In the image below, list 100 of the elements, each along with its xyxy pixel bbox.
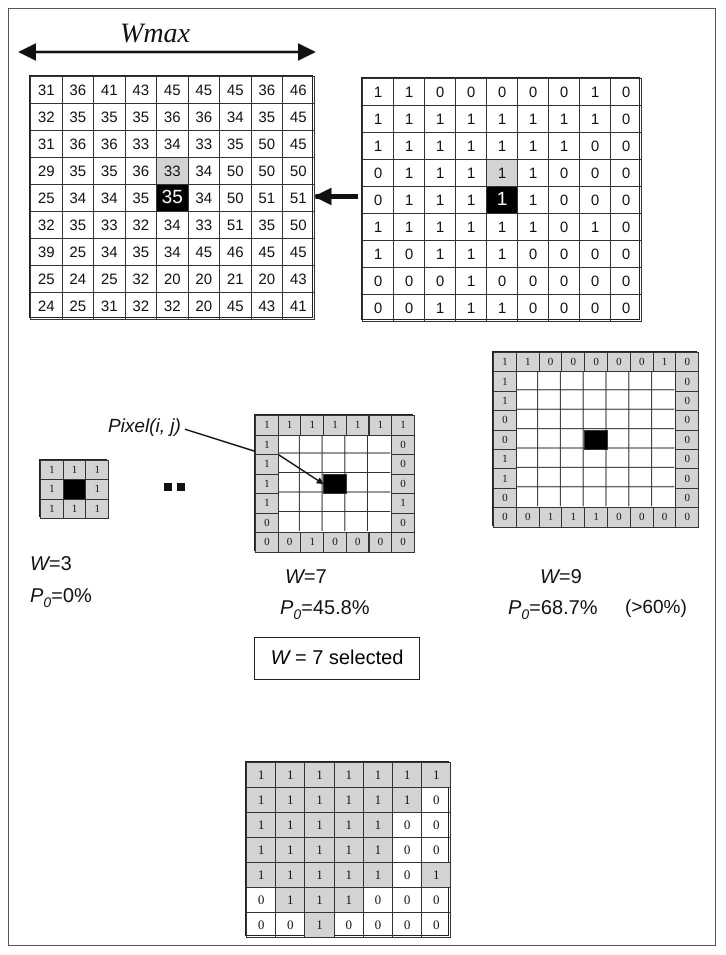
grid-cell: 1 <box>255 415 279 436</box>
grid-cell: 0 <box>584 352 608 372</box>
window-caption: P$_{0}$=0% <box>30 585 92 610</box>
grid-cell: 1 <box>362 862 393 888</box>
grid-cell: 1 <box>40 498 64 519</box>
pixel-grid <box>254 414 413 550</box>
grid-cell: 1 <box>538 507 562 528</box>
grid-cell: 1 <box>584 507 608 528</box>
grid-cell: 0 <box>391 434 415 455</box>
grid-cell: 1 <box>246 837 276 863</box>
window-caption: W=3 <box>30 553 72 576</box>
grid-cell: 0 <box>323 532 347 552</box>
grid-cell: 1 <box>362 787 393 813</box>
grid-cell: 1 <box>334 862 364 888</box>
center-pixel <box>323 474 347 494</box>
grid-cell: 0 <box>538 352 562 372</box>
grid-cell: 0 <box>675 449 700 470</box>
grid-cell: 1 <box>304 862 335 888</box>
grid-cell: 0 <box>391 454 415 474</box>
grid-cell: 1 <box>275 787 306 813</box>
grid-cell: 1 <box>334 762 364 788</box>
grid-cell: 0 <box>421 912 452 938</box>
grid-cell: 0 <box>493 430 517 450</box>
result-box: W = 7 selected <box>254 637 420 680</box>
grid-cell: 1 <box>304 812 335 838</box>
grid-cell: 0 <box>675 430 700 450</box>
grid-cell: 1 <box>40 479 64 500</box>
grid-cell: 0 <box>346 532 370 552</box>
arrow <box>184 428 324 484</box>
grid-cell: 1 <box>85 460 110 480</box>
pixel-grid <box>492 351 698 526</box>
grid-cell: 1 <box>304 912 335 938</box>
grid-cell: 0 <box>675 390 700 412</box>
grid-cell: 1 <box>392 787 422 813</box>
grid-cell: 0 <box>493 507 517 528</box>
grid-cell: 1 <box>362 78 394 106</box>
grid-cell: 1 <box>300 415 324 436</box>
grid-cell: 1 <box>300 532 324 552</box>
pixel-grid <box>39 459 108 517</box>
pixel-grid <box>245 761 450 936</box>
grid-cell: 1 <box>362 812 393 838</box>
grid-cell: 0 <box>493 410 517 431</box>
grid-cell: 0 <box>630 352 654 372</box>
grid-cell: 1 <box>486 186 518 214</box>
grid-cell: 1 <box>246 862 276 888</box>
grid-cell: 0 <box>368 532 392 552</box>
arrow <box>314 188 358 206</box>
grid-cell: 1 <box>304 762 335 788</box>
grid-cell: 1 <box>362 762 393 788</box>
grid-cell: 1 <box>493 371 517 392</box>
grid-cell: 1 <box>362 837 393 863</box>
grid-cell: 0 <box>561 352 586 372</box>
grid-cell: 1 <box>304 837 335 863</box>
grid-cell: 1 <box>421 762 452 788</box>
pixel-label: Pixel(i, j) <box>108 416 181 438</box>
grid-cell: 0 <box>516 507 540 528</box>
threshold-note: (>60%) <box>625 597 687 619</box>
grid-cell: 1 <box>85 498 110 519</box>
grid-cell: 31 <box>30 76 62 104</box>
grid-cell: 1 <box>391 415 415 436</box>
grid-cell: 0 <box>391 512 415 533</box>
grid-cell: 0 <box>391 474 415 494</box>
grid-cell: 1 <box>255 474 279 494</box>
dimension-label: Wmax <box>120 18 190 50</box>
grid-cell: 1 <box>275 837 306 863</box>
grid-cell: 1 <box>368 415 392 436</box>
window-caption: P$_{0}$=68.7% <box>508 597 598 622</box>
grid-cell: 1 <box>246 787 276 813</box>
grid-cell: 1 <box>255 454 279 474</box>
grid-cell: 1 <box>493 468 517 489</box>
pixel-grid <box>361 77 640 320</box>
grid-cell: 1 <box>334 787 364 813</box>
grid-cell: 0 <box>493 488 517 508</box>
grid-cell: 0 <box>675 488 700 508</box>
grid-cell: 1 <box>255 434 279 455</box>
grid-cell: 1 <box>275 812 306 838</box>
grid-cell: 0 <box>675 371 700 392</box>
grid-cell: 0 <box>391 532 415 552</box>
grid-cell: 1 <box>652 352 676 372</box>
window-caption: P$_{0}$=45.8% <box>280 597 370 622</box>
grid-cell: 0 <box>362 294 394 322</box>
grid-cell: 0 <box>255 532 279 552</box>
grid-cell: 1 <box>275 887 306 913</box>
grid-cell: 1 <box>493 390 517 412</box>
grid-cell: 24 <box>30 292 62 320</box>
grid-cell: 0 <box>630 507 654 528</box>
grid-cell: 1 <box>493 449 517 470</box>
grid-cell: 1 <box>486 159 518 187</box>
grid-cell: 1 <box>391 493 415 514</box>
grid-cell: 1 <box>246 812 276 838</box>
grid-cell: 1 <box>278 415 302 436</box>
grid-cell: 46 <box>282 76 314 104</box>
grid-cell: 0 <box>675 352 700 372</box>
grid-cell: 0 <box>278 532 302 552</box>
grid-cell: 0 <box>607 507 631 528</box>
grid-cell: 0 <box>607 352 631 372</box>
grid-cell: 1 <box>275 762 306 788</box>
grid-cell: 0 <box>610 294 642 322</box>
pixel-grid <box>29 75 312 318</box>
grid-cell: 1 <box>246 762 276 788</box>
